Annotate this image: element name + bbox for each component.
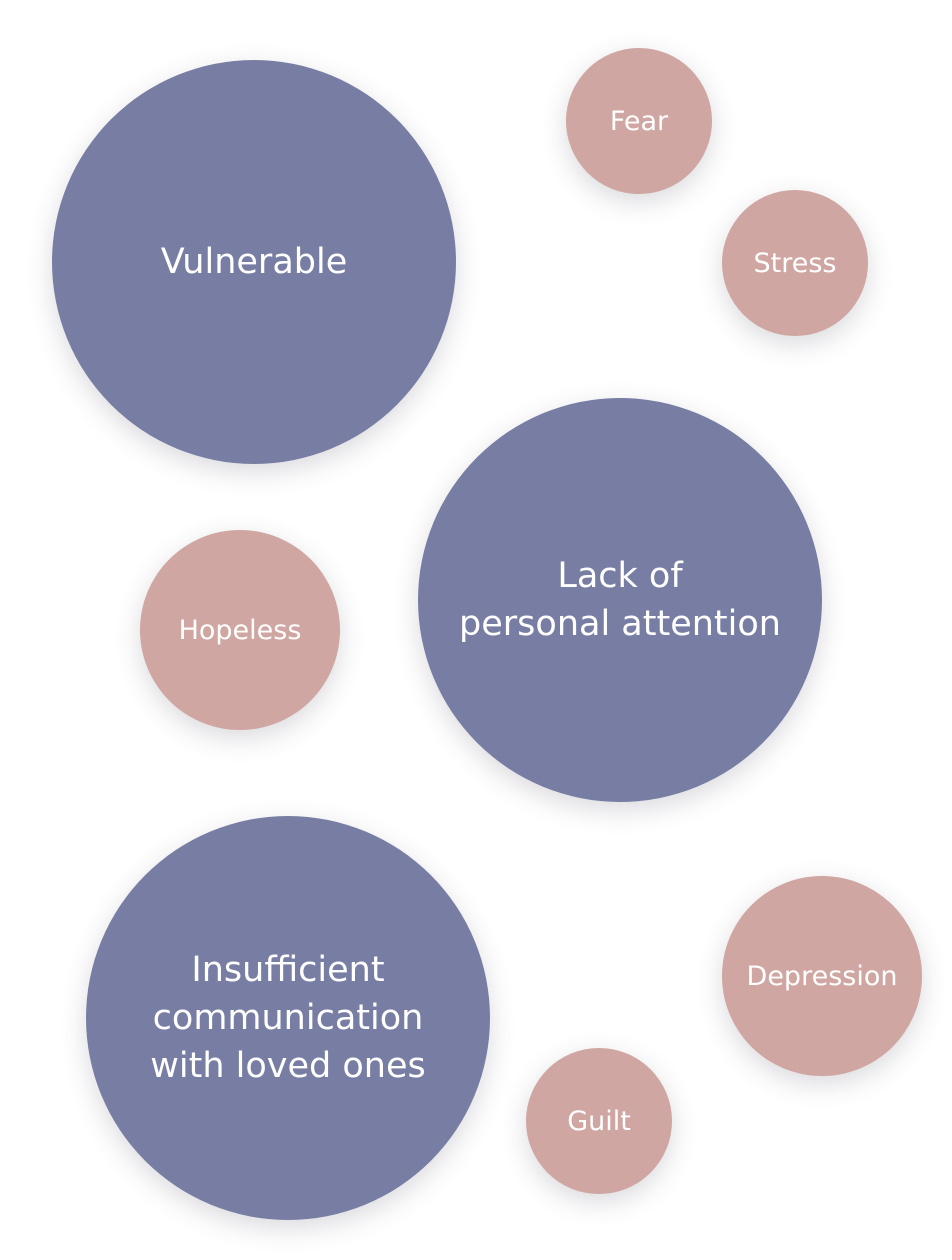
bubble-label: Depression [746,960,898,992]
bubble-depression: Depression [722,876,922,1076]
bubble-label: Vulnerable [160,242,348,282]
bubble-fear: Fear [566,48,712,194]
bubble-lack-of-personal-attention: Lack of personal attention [418,398,822,802]
bubble-label: Fear [609,105,669,137]
bubble-label: Insufficient communication with loved on… [150,950,426,1086]
bubble-guilt: Guilt [526,1048,672,1194]
bubble-label: Guilt [567,1105,631,1137]
bubble-label: Hopeless [178,614,302,646]
bubble-vulnerable: Vulnerable [52,60,456,464]
bubble-stress: Stress [722,190,868,336]
bubble-label: Stress [753,247,837,279]
bubble-label: Lack of personal attention [459,556,781,644]
bubble-insufficient-communication: Insufficient communication with loved on… [86,816,490,1220]
bubble-hopeless: Hopeless [140,530,340,730]
